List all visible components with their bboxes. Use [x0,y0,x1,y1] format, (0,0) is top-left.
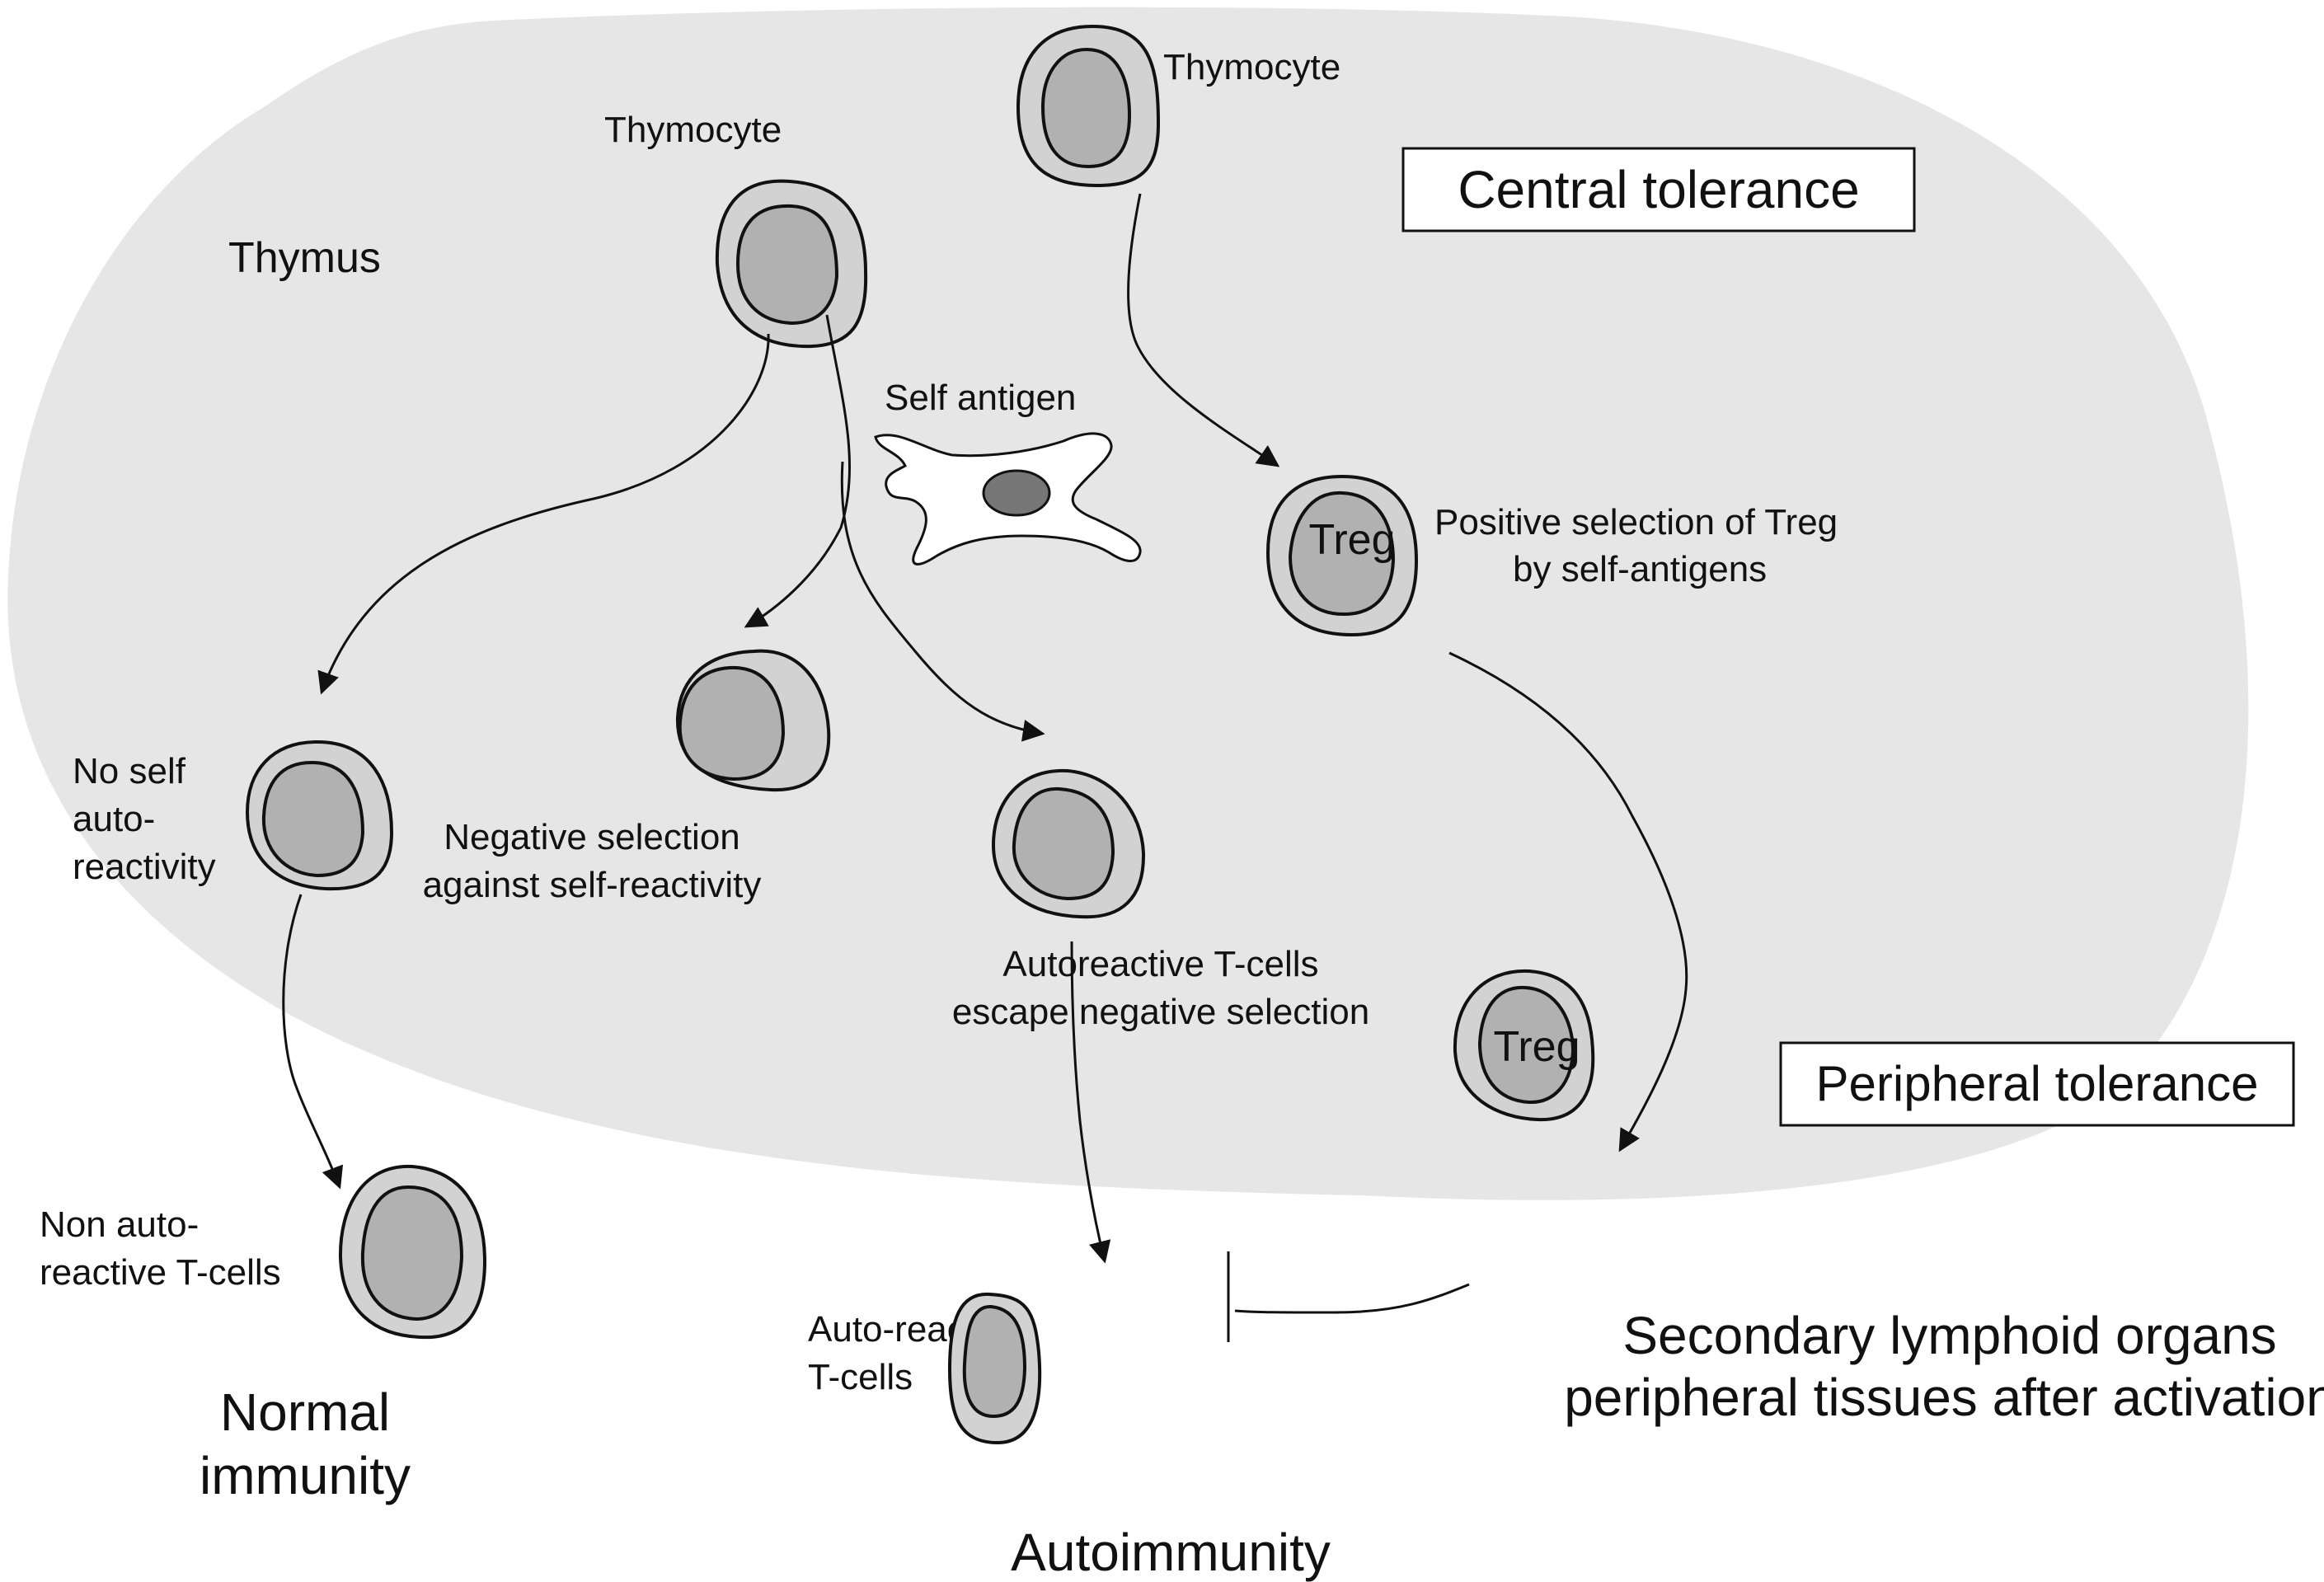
non-autoreactive-cell [338,1164,487,1340]
no-self-reactivity-cell [245,739,394,891]
secondary-lymphoid-line2: peripheral tissues after activation [1564,1368,2324,1427]
arrow-escape-to-auto-reactive [1070,941,1111,1264]
thymocyte-left-cell [715,179,868,349]
treg-central-label: Treg [1309,516,1396,564]
escaped-autoreactive-cell [991,768,1146,919]
escape-line2: escape negative selection [952,992,1369,1032]
auto-reactive-line2: T-cells [808,1357,913,1397]
thymocyte-right-cell [1016,24,1161,188]
apc-nucleus [982,469,1051,517]
treg-central-cell: Treg [1265,474,1419,637]
non-auto-line2: reactive T-cells [40,1252,281,1293]
normal-immunity-line2: immunity [200,1446,411,1505]
arrow-thymocyte-to-negative [744,314,852,628]
negative-selection-cell [675,649,831,792]
thymus-region [7,7,2249,1200]
negative-selection-line2: against self-reactivity [423,865,762,905]
arrow-thymocyte-to-escape [840,461,1045,742]
treg-peripheral-cell: Treg [1453,969,1595,1122]
thymocyte-right-label: Thymocyte [1163,47,1340,87]
thymus-label: Thymus [228,234,381,282]
central-tolerance-box: Central tolerance [1401,147,1916,232]
arrow-treg-central-to-peripheral [1448,651,1688,1152]
arrow-no-self-to-non-auto [282,894,344,1190]
arrow-thymocyte-to-no-self [317,333,770,695]
peripheral-tolerance-label: Peripheral tolerance [1816,1056,2259,1111]
inhibition-treg-to-auto-reactive [1234,1283,1470,1314]
arrow-thymocyte-to-treg [1127,193,1280,467]
treg-peripheral-label: Treg [1494,1023,1580,1071]
peripheral-tolerance-box: Peripheral tolerance [1779,1041,2295,1127]
auto-reactive-cell [947,1292,1042,1445]
antigen-presenting-cell [874,432,1142,566]
non-auto-line1: Non auto- [40,1204,199,1245]
escape-line1: Autoreactive T-cells [1002,944,1318,984]
no-self-line1: No self [73,751,186,791]
normal-immunity-line1: Normal [220,1382,390,1442]
secondary-lymphoid-line1: Secondary lymphoid organs [1622,1306,2276,1365]
thymocyte-left-label: Thymocyte [604,110,782,150]
negative-selection-line1: Negative selection [444,817,740,857]
central-tolerance-label: Central tolerance [1458,160,1859,219]
positive-selection-line1: Positive selection of Treg [1434,502,1838,542]
no-self-line2: auto- [73,799,155,839]
self-antigen-label: Self antigen [885,378,1076,418]
autoimmunity-label: Autoimmunity [1011,1523,1331,1582]
positive-selection-line2: by self-antigens [1513,549,1767,589]
no-self-line3: reactivity [73,847,216,887]
